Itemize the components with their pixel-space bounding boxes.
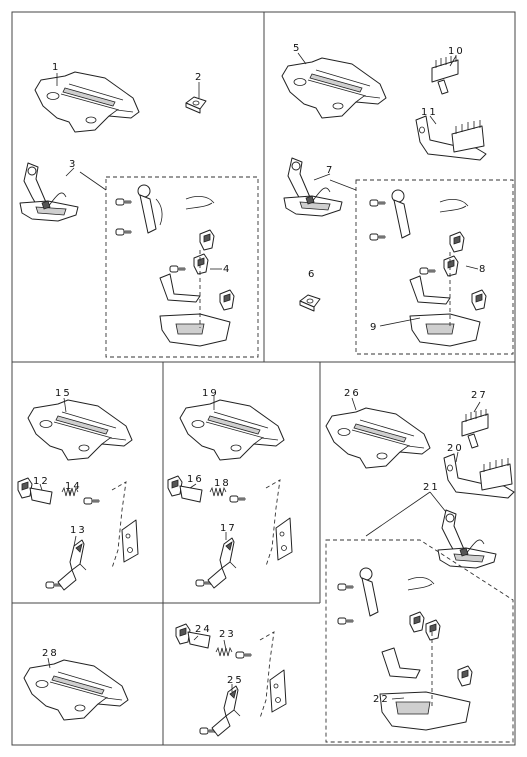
callout-17: 17	[220, 523, 237, 534]
callout-12: 12	[33, 476, 50, 487]
callout-5: 5	[293, 43, 301, 54]
callout-10: 10	[448, 46, 465, 57]
callout-7: 7	[326, 165, 334, 176]
detail-box-a	[105, 176, 259, 358]
callout-24: 24	[195, 624, 212, 635]
panel-f	[23, 657, 129, 721]
callout-3: 3	[69, 159, 77, 170]
panel-frames	[11, 11, 516, 746]
detail-box-e	[325, 539, 514, 743]
callout-18: 18	[214, 478, 231, 489]
callout-4: 4	[223, 264, 231, 275]
callout-13: 13	[70, 525, 87, 536]
callout-25: 25	[227, 675, 244, 686]
panel-g	[175, 623, 287, 737]
panel-c	[17, 397, 139, 591]
callout-labels: 1 2 3 4 5 6 7 8 9 10 11 12 13 14 15 16 1…	[33, 43, 488, 705]
callout-27: 27	[471, 390, 488, 401]
callout-14: 14	[65, 481, 82, 492]
callout-6: 6	[308, 269, 316, 280]
callout-16: 16	[187, 474, 204, 485]
callout-22: 22	[373, 694, 390, 705]
callout-20: 20	[447, 443, 464, 454]
callout-15: 15	[55, 388, 72, 399]
callout-2: 2	[195, 72, 203, 83]
callout-11: 11	[421, 107, 438, 118]
callout-26: 26	[344, 388, 361, 399]
panel-a	[19, 71, 259, 358]
callout-8: 8	[479, 264, 487, 275]
callout-21: 21	[423, 482, 440, 493]
panel-d	[167, 396, 293, 589]
callout-19: 19	[202, 388, 219, 399]
callout-23: 23	[219, 629, 236, 640]
callout-9: 9	[370, 322, 378, 333]
callout-28: 28	[42, 648, 59, 659]
panel-b	[281, 52, 514, 355]
detail-box-b	[355, 179, 514, 355]
callout-1: 1	[52, 62, 60, 73]
panel-e	[325, 397, 515, 743]
